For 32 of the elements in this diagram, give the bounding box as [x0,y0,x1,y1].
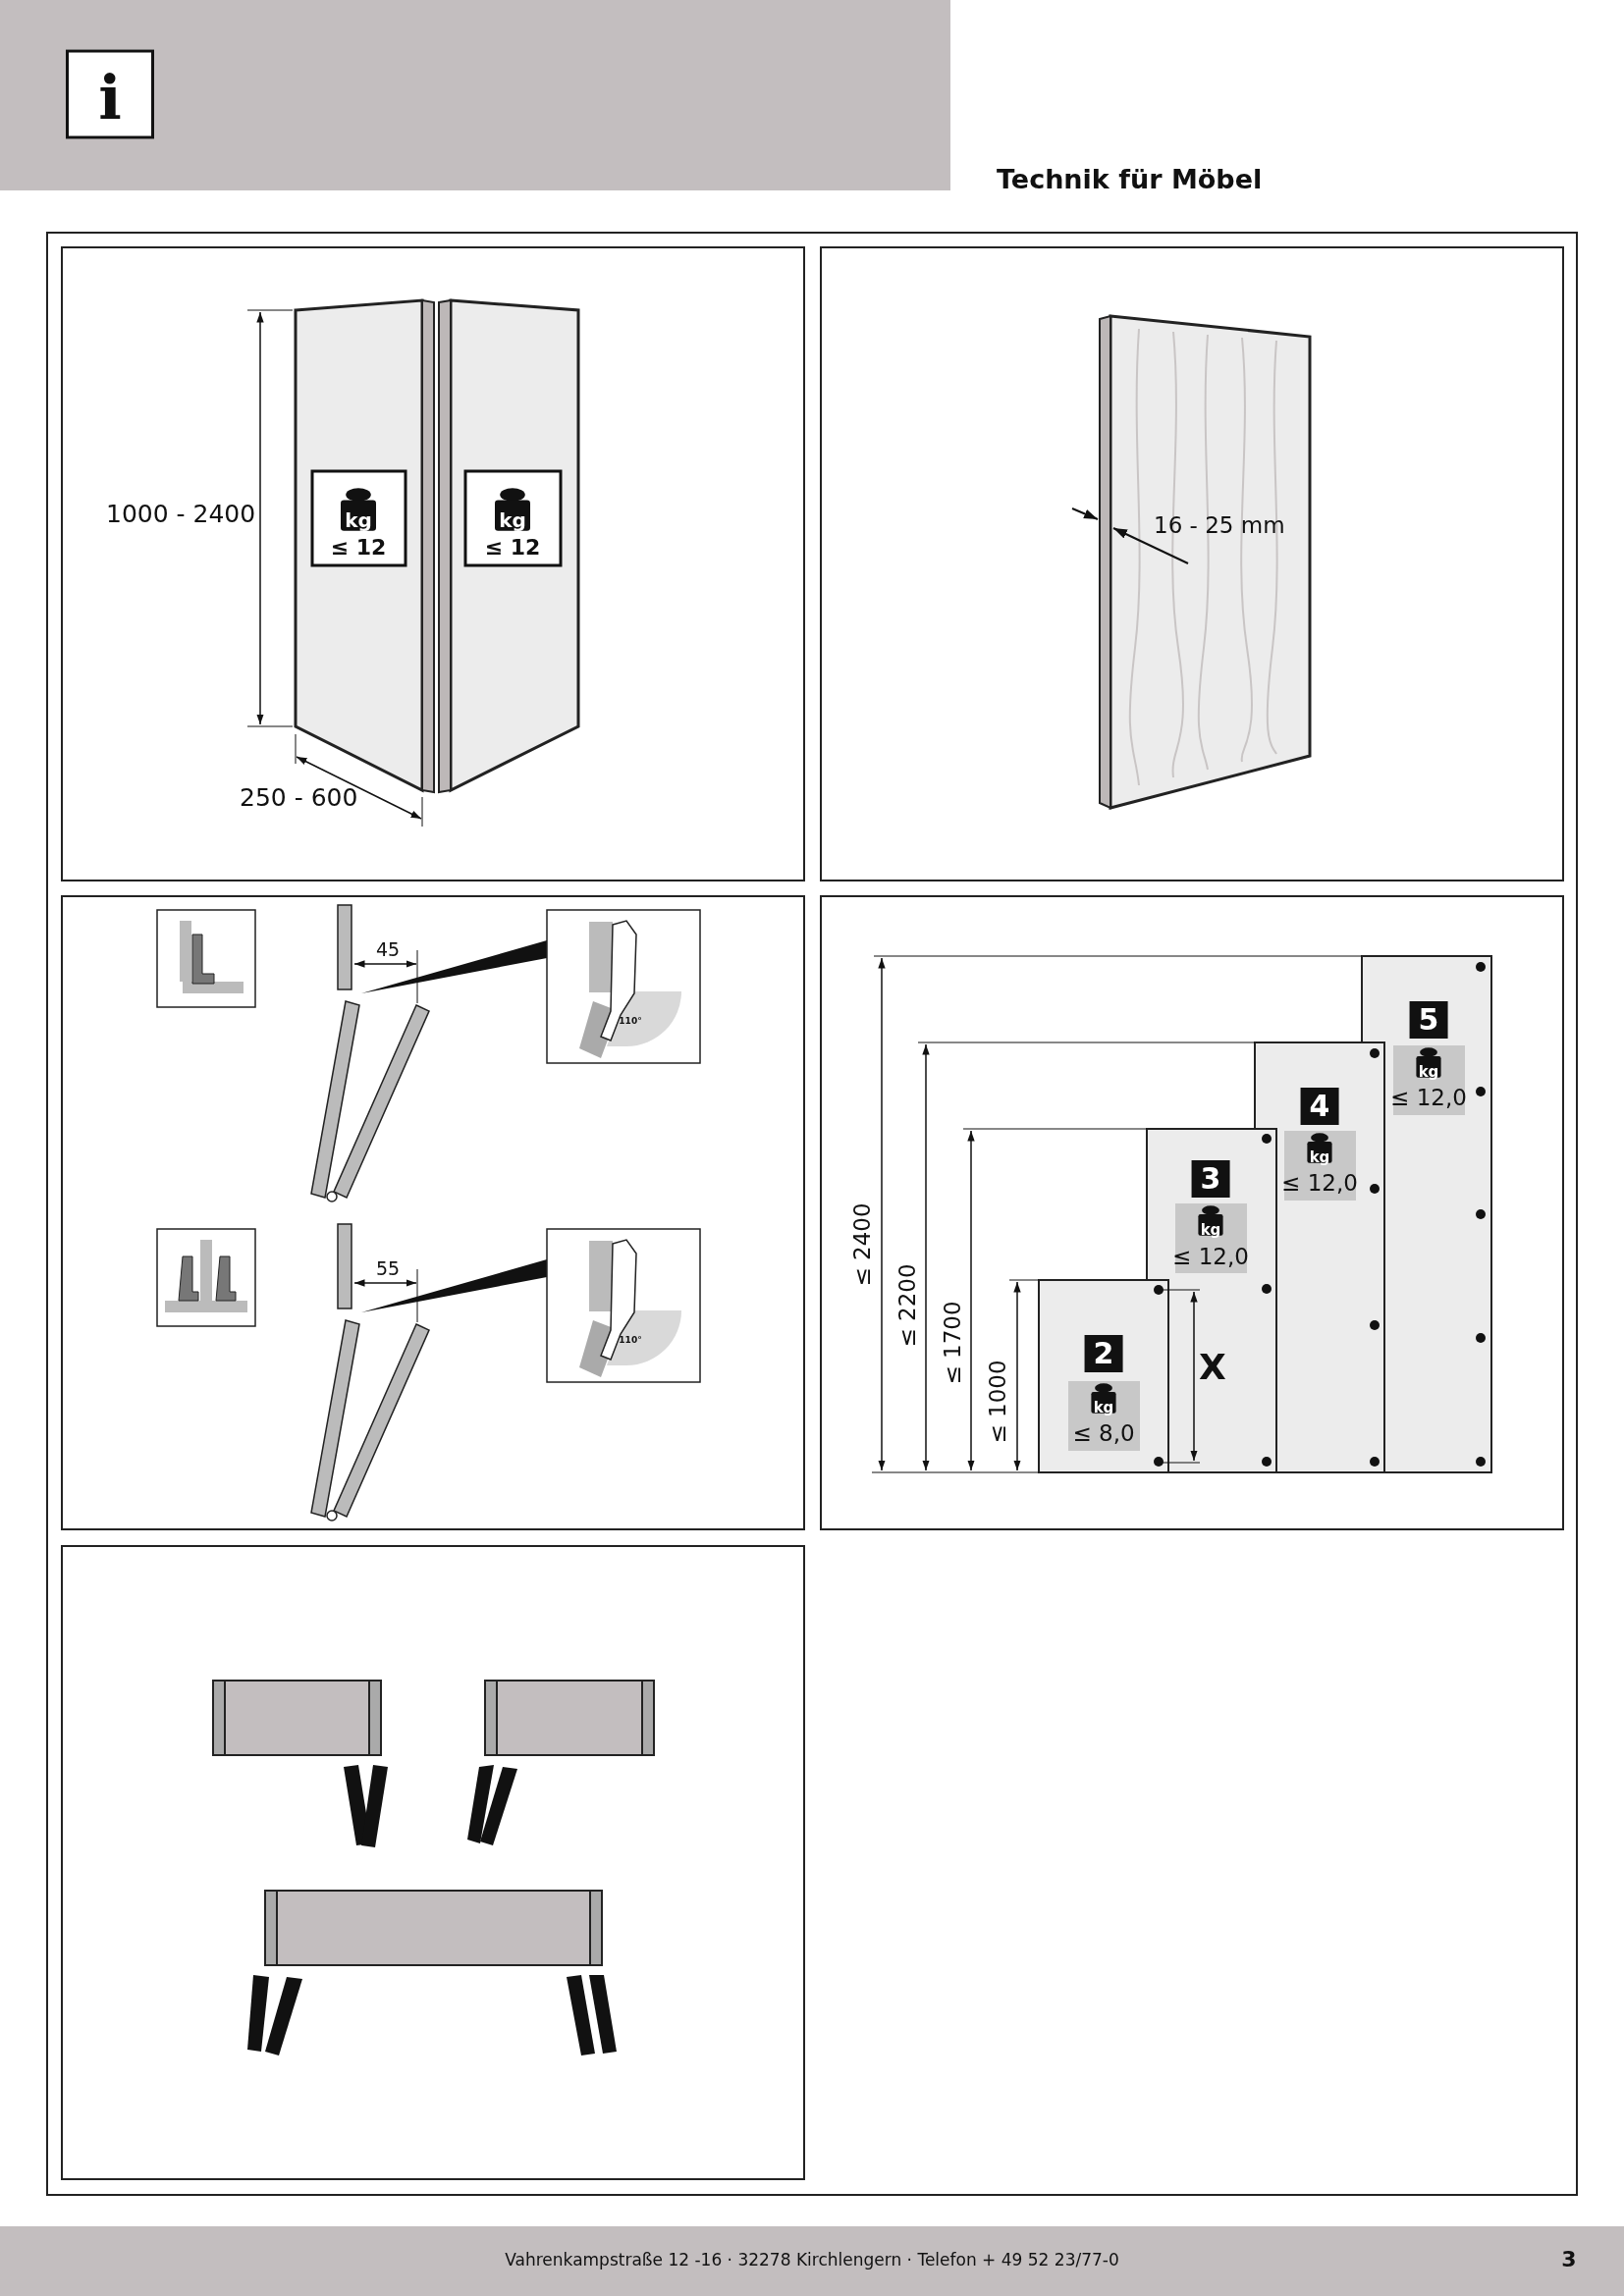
dimension-label: 1000 - 2400 [106,501,256,526]
load-value: ≤ 8,0 [1072,1421,1135,1445]
info-sign: i [66,49,154,139]
dimension-label: 55 [375,1258,401,1278]
dimension-label: ≤ 2400 [850,1202,874,1287]
dimension-label: 16 - 25 mm [1154,513,1285,537]
callout-number: 2 [1084,1335,1123,1372]
weight-unit: kg [499,510,526,530]
weight-unit: kg [1200,1222,1221,1238]
dimension-label: 45 [375,939,401,959]
weight-unit: kg [345,510,372,530]
tagline: Technik für Möbel [997,165,1263,192]
page-number: 3 [1561,2249,1577,2270]
angle-label: 110° [619,1335,642,1345]
dimension-label: ≤ 1000 [986,1360,1009,1444]
footer-address: Vahrenkampstraße 12 -16 · 32278 Kirchlengern · Telefon + 49 52 23/77-0 [505,2251,1119,2269]
angle-label: 110° [619,1016,642,1026]
callout-number: 4 [1300,1088,1339,1125]
callout-number: 3 [1191,1160,1230,1198]
load-value: ≤ 12 [330,537,387,559]
weight-unit: kg [1418,1064,1439,1080]
dimension-label: ≤ 1700 [941,1301,964,1385]
load-value: ≤ 12,0 [1390,1086,1467,1109]
callout-number: 5 [1409,1001,1448,1039]
dimension-label: 250 - 600 [240,784,358,810]
load-value: ≤ 12,0 [1281,1171,1358,1195]
weight-unit: kg [1309,1149,1330,1165]
load-value: ≤ 12,0 [1172,1245,1249,1268]
weight-unit: kg [1093,1400,1114,1415]
dimension-label: ≤ 2200 [895,1263,919,1348]
dimension-label: X [1199,1350,1226,1385]
load-value: ≤ 12 [484,537,541,559]
